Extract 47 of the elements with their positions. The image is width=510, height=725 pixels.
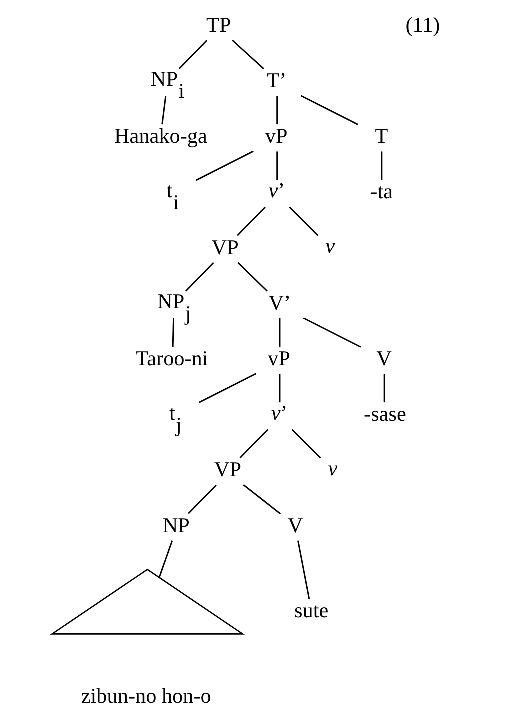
connector [242,484,281,515]
connector [380,152,382,180]
connector [239,429,268,459]
node-text: Hanako-ga [114,124,207,148]
connector [232,40,264,70]
connector [302,318,361,348]
connector [184,262,214,292]
connector [288,206,318,236]
connector [196,150,254,182]
node-text: TP [206,12,231,37]
node-text: -sase [364,402,406,426]
node-text: NP [162,513,190,538]
connector [158,540,173,578]
connector [188,484,216,514]
connector [237,262,268,292]
connector [297,540,310,600]
node-label: zibun-no hon-o [80,684,211,708]
node-text: v’ [268,178,285,202]
connector [278,374,280,403]
node-text: -ta [370,180,393,204]
node-text: vP [268,346,290,371]
node-text: v [328,456,338,480]
label: (11) [405,12,440,37]
connector [276,152,278,180]
node-text: sute [294,598,328,623]
node-triangle [50,568,245,635]
node-text: VP [214,458,242,482]
connector [291,429,321,459]
node-text: V [287,513,303,538]
node-text: T’ [266,68,286,93]
connector [383,374,385,403]
node-text: v’ [270,400,288,425]
node-text: VP [211,235,238,260]
node-text: V’ [268,290,291,315]
node-text: v [325,234,335,258]
node-text: T [374,124,388,148]
connector [278,318,280,347]
node-text: vP [264,124,288,148]
connector [198,373,256,404]
node-text: V [376,346,392,371]
node-text: Taroo-ni [135,346,208,371]
connector [172,318,174,347]
connector [161,96,166,125]
connector [276,96,278,125]
connector [236,206,266,236]
connector [300,95,358,126]
connector [178,40,208,70]
